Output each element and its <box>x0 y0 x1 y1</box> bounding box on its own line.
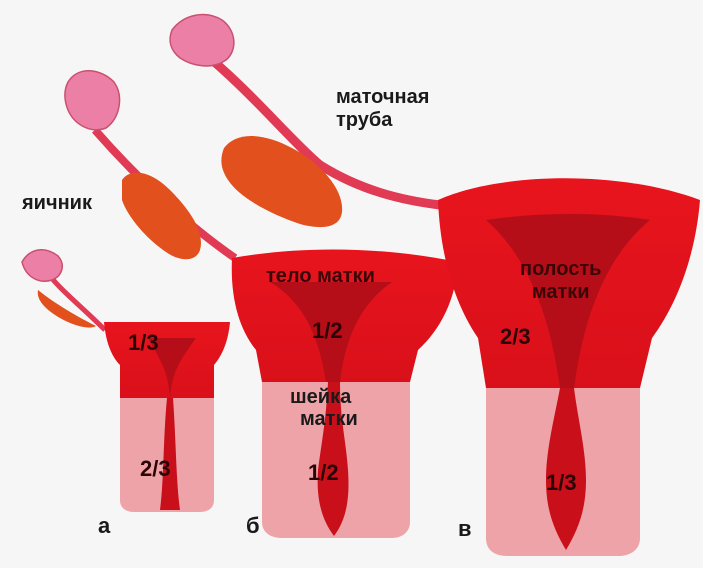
fimbria-c <box>170 15 234 66</box>
fraction-body-b: 1/2 <box>312 320 343 342</box>
cervix-label: шейка матки <box>290 386 358 430</box>
uterine-cavity-label: полость матки <box>520 258 601 304</box>
uterus-a <box>22 250 230 512</box>
ovary-b <box>122 173 201 260</box>
fimbria-a <box>22 250 62 281</box>
fraction-cervix-b: 1/2 <box>308 462 339 484</box>
figure-letter-c: в <box>458 518 472 540</box>
fimbria-b <box>65 71 120 130</box>
fraction-body-a: 1/3 <box>128 332 159 354</box>
uterine-cavity-label-line2: матки <box>520 281 601 304</box>
uterus-body-label: тело матки <box>266 266 375 286</box>
uterine-cavity-label-line1: полость <box>520 258 601 281</box>
fallopian-tube-label-line2: труба <box>336 109 429 132</box>
figure-letter-b: б <box>246 515 260 537</box>
ovary-c <box>221 136 342 227</box>
fraction-cervix-a: 2/3 <box>140 458 171 480</box>
fallopian-tube-label: маточная труба <box>336 86 429 132</box>
fraction-body-c: 2/3 <box>500 326 531 348</box>
cervix-label-line2: матки <box>290 408 358 430</box>
fallopian-tube-label-line1: маточная <box>336 86 429 109</box>
figure-letter-a: а <box>98 515 110 537</box>
ovary-label: яичник <box>22 193 92 213</box>
cervix-label-line1: шейка <box>290 386 358 408</box>
fraction-cervix-c: 1/3 <box>546 472 577 494</box>
